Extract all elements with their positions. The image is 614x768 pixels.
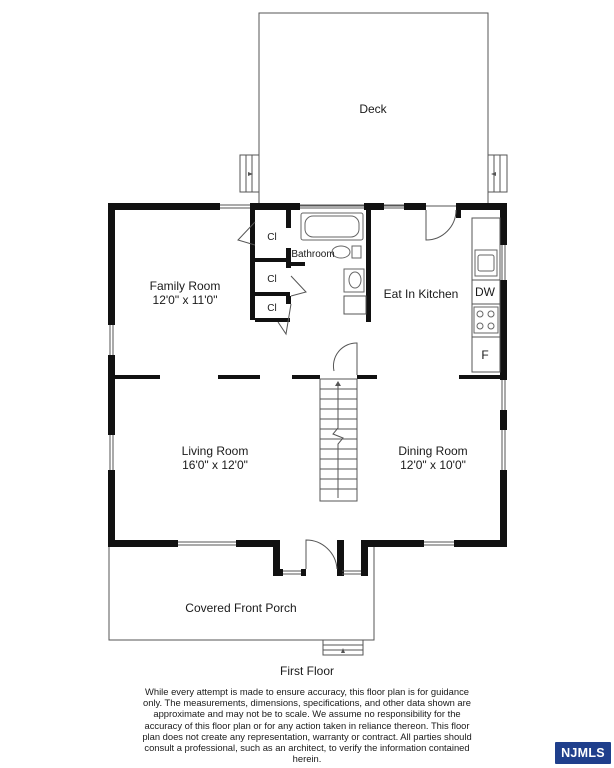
staircase xyxy=(319,378,358,502)
closet-door-2 xyxy=(290,275,307,297)
family-room-dimensions: 12'0" x 11'0" xyxy=(153,293,218,307)
doors xyxy=(237,209,457,570)
floor-title: First Floor xyxy=(280,664,334,678)
dining-room-dimensions: 12'0" x 10'0" xyxy=(400,458,466,472)
closet-label-1: Cl xyxy=(267,232,276,243)
exterior-walls xyxy=(108,203,507,576)
family-room-name: Family Room xyxy=(150,279,221,293)
porch-steps xyxy=(322,639,364,656)
deck-steps-left xyxy=(239,154,260,193)
njmls-logo: NJMLS xyxy=(555,742,611,764)
bathroom-fixtures xyxy=(300,212,367,315)
dining-room-name: Dining Room xyxy=(398,444,467,458)
dishwasher-label: DW xyxy=(475,285,496,299)
covered-front-porch-label: Covered Front Porch xyxy=(185,601,296,615)
deck-steps-right xyxy=(487,154,508,193)
deck-label: Deck xyxy=(359,102,387,116)
kitchen-counter xyxy=(471,217,501,373)
front-door xyxy=(305,539,338,570)
closet-door-1 xyxy=(237,221,256,246)
closet-label-3: Cl xyxy=(267,303,276,314)
stair-break-line xyxy=(332,382,344,498)
kitchen-fixtures xyxy=(471,217,501,373)
closet-door-3 xyxy=(277,303,292,336)
bathroom-label: Bathroom xyxy=(291,249,334,260)
interior-walls xyxy=(115,203,500,379)
kitchen-range xyxy=(473,306,499,334)
living-room-dimensions: 16'0" x 12'0" xyxy=(182,458,248,472)
porch xyxy=(108,540,375,656)
room-labels: Deck Family Room 12'0" x 11'0" Cl Cl Cl … xyxy=(150,102,496,615)
windows xyxy=(109,204,506,575)
disclaimer-text: While every attempt is made to ensure ac… xyxy=(142,686,472,765)
fridge-label: F xyxy=(481,348,488,362)
closet-label-2: Cl xyxy=(267,274,276,285)
toilet xyxy=(331,245,351,259)
porch-outline xyxy=(108,540,375,641)
eat-in-kitchen-label: Eat In Kitchen xyxy=(384,287,459,301)
bathroom-cabinet xyxy=(343,295,367,315)
stair-door xyxy=(332,342,358,375)
living-room-name: Living Room xyxy=(182,444,249,458)
kitchen-back-door xyxy=(425,209,457,241)
